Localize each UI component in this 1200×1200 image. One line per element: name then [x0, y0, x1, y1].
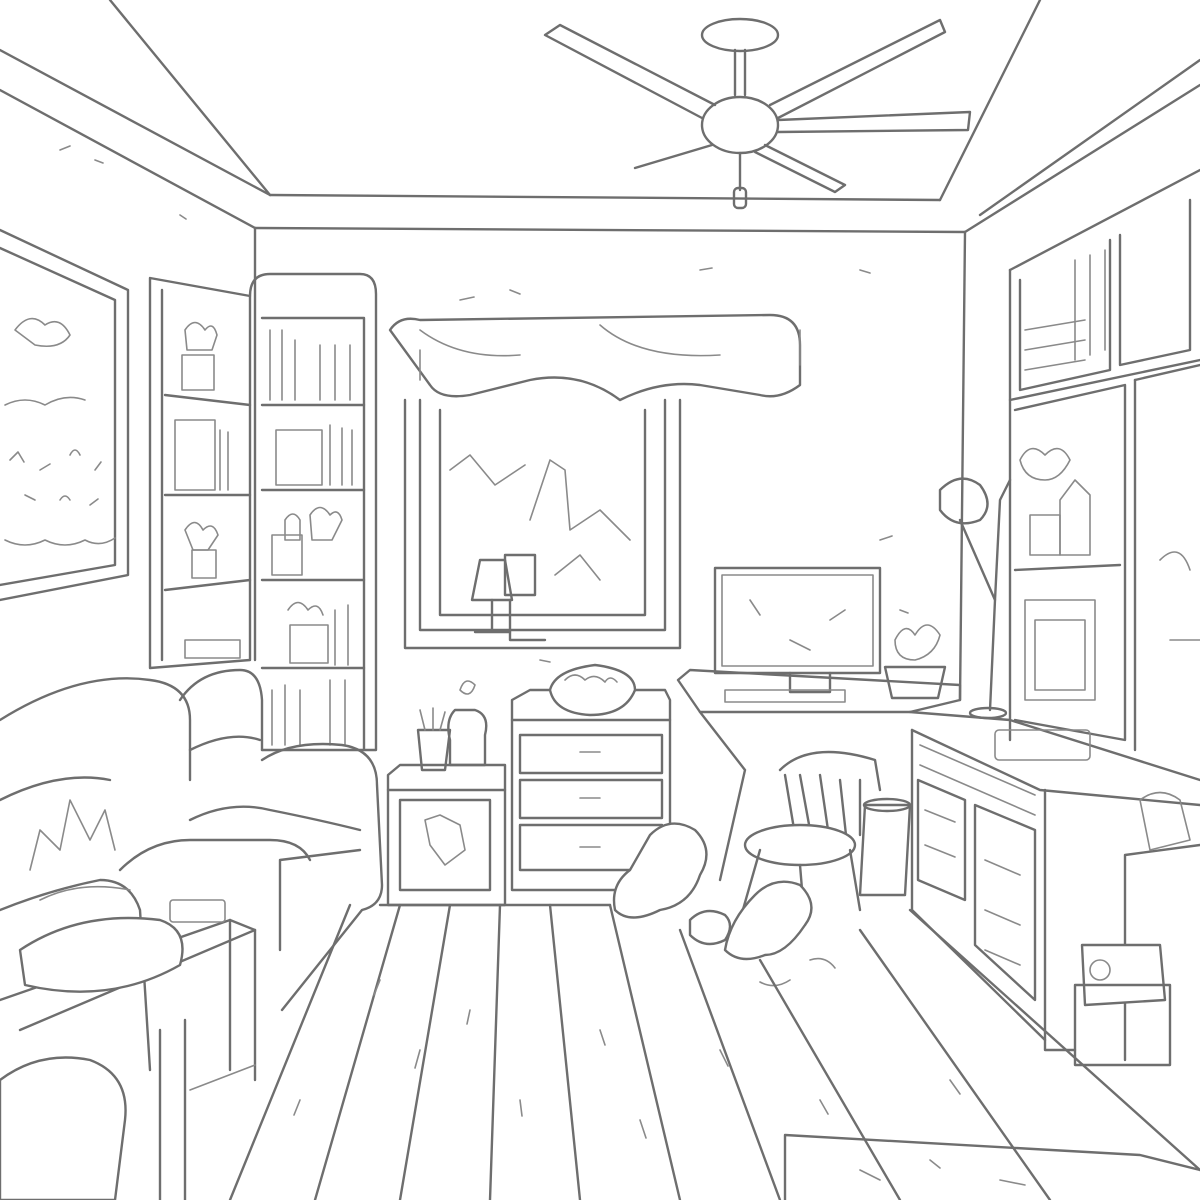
rug — [783, 1133, 1200, 1200]
floor-lamp — [938, 477, 1012, 720]
basket — [0, 799, 184, 1200]
right-dresser — [908, 710, 1200, 1052]
small-lamp — [470, 553, 547, 642]
speaker-table — [1073, 791, 1200, 1067]
trash-bin — [858, 797, 912, 897]
toy-dog — [612, 822, 836, 987]
ceiling-fan — [543, 17, 972, 210]
floorboards — [228, 903, 1200, 1200]
drawer-chest — [510, 663, 672, 892]
room-structure — [0, 0, 1200, 907]
wall-painting — [0, 228, 130, 602]
window — [388, 313, 802, 650]
desk — [676, 566, 962, 882]
left-bookshelf — [148, 276, 252, 670]
couch — [0, 668, 384, 1072]
right-shelving — [1008, 168, 1200, 752]
tall-bookshelf — [248, 272, 378, 752]
chair — [738, 750, 882, 927]
small-cabinet — [386, 680, 507, 907]
